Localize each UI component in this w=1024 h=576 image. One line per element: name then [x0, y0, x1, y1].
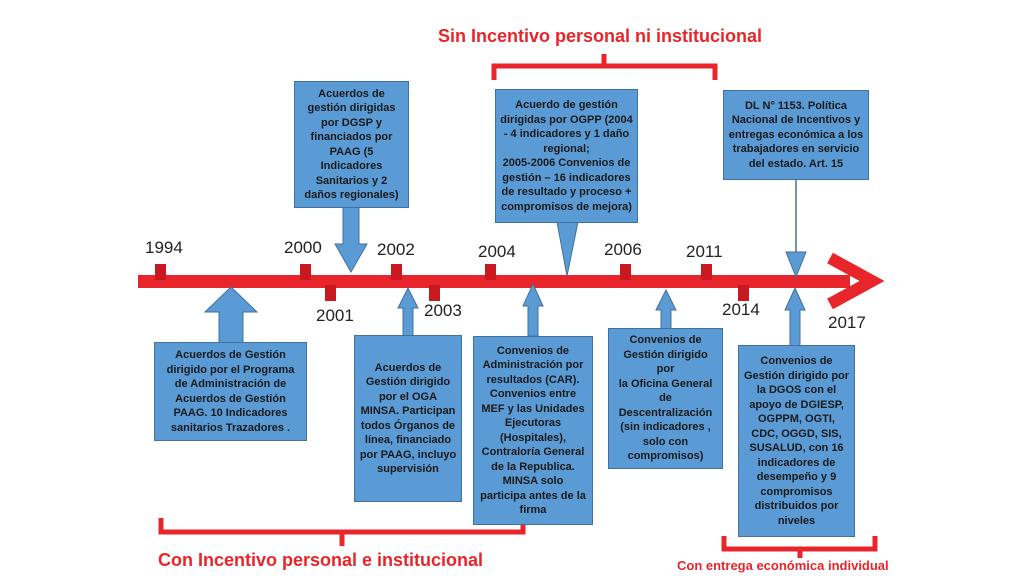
timeline-arrowhead: [827, 252, 885, 310]
arrow-2017-dl-head: [785, 251, 807, 279]
year-label-2000: 2000: [284, 238, 322, 257]
box-paag-1994: Acuerdos de Gestión dirigido por el Prog…: [154, 342, 307, 441]
arrow-2006: [655, 288, 677, 330]
arrow-2004-car: [522, 282, 544, 337]
callout-pointer-ogpp: [556, 221, 579, 277]
marker-2004: [485, 264, 496, 280]
top-bracket: [491, 54, 718, 80]
footer-right-label: Con entrega económica individual: [677, 558, 889, 573]
timeline-bar: [138, 275, 850, 288]
footer-left-label: Con Incentivo personal e institucional: [158, 550, 484, 570]
year-label-2011: 2011: [686, 242, 723, 261]
year-label-2001: 2001: [316, 306, 354, 325]
marker-2002: [391, 264, 402, 280]
year-label-2006: 2006: [604, 240, 642, 259]
arrow-2000: [334, 205, 368, 274]
box-ogd-2006: Convenios de Gestión dirigido por la Ofi…: [608, 328, 723, 469]
marker-2006: [620, 264, 631, 280]
year-markers: [155, 264, 749, 301]
year-label-2017: 2017: [828, 313, 866, 332]
marker-2014: [738, 285, 749, 301]
bottom-left-bracket: [158, 518, 526, 546]
bottom-right-bracket: [721, 536, 878, 558]
box-dl-2017: DL N° 1153. Política Nacional de Incenti…: [723, 90, 869, 180]
marker-2011: [701, 264, 712, 280]
year-label-2014: 2014: [722, 300, 760, 319]
marker-2001: [325, 285, 336, 301]
box-car-2004: Convenios de Administración por resultad…: [473, 336, 593, 525]
year-label-2003: 2003: [424, 301, 462, 320]
header-label: Sin Incentivo personal ni institucional: [438, 26, 763, 46]
arrow-1994: [203, 286, 259, 344]
year-label-2002: 2002: [377, 240, 415, 259]
box-oga-2002: Acuerdos de Gestión dirigido por el OGA …: [354, 335, 462, 502]
box-ogpp-2004: Acuerdo de gestión dirigidas por OGPP (2…: [495, 89, 638, 223]
box-dgos-2017: Convenios de Gestión dirigido por la DGO…: [738, 345, 855, 537]
arrow-2002: [397, 286, 419, 337]
year-label-1994: 1994: [145, 238, 183, 257]
marker-2000: [300, 264, 311, 280]
marker-1994: [155, 264, 166, 280]
box-dgsp-2000: Acuerdos de gestión dirigidas por DGSP y…: [294, 81, 409, 208]
year-label-2004: 2004: [478, 242, 516, 261]
arrow-2017-dgos: [784, 286, 806, 347]
marker-2003: [429, 285, 440, 301]
